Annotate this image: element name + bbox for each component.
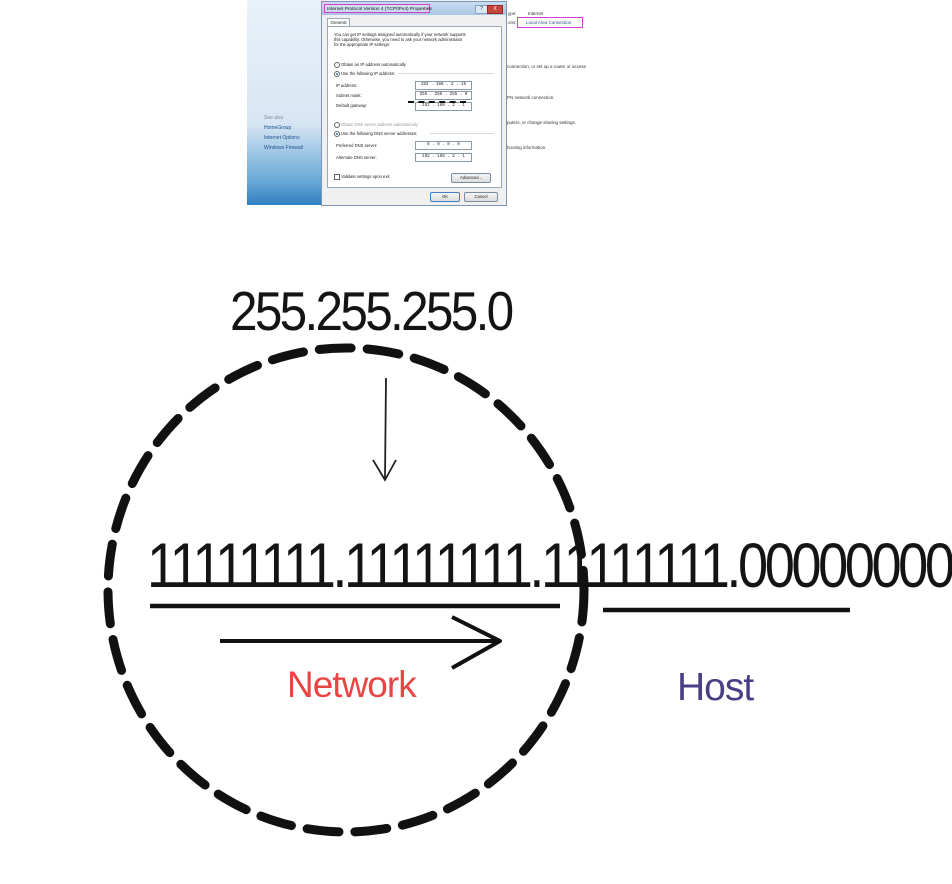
intro-text-line-2: this capability. Otherwise, you need to … (334, 37, 463, 42)
default-gateway-label: Default gateway: (336, 103, 368, 108)
nav-link-homegroup[interactable]: HomeGroup (264, 125, 292, 131)
use-following-dns-label: Use the following DNS server addresses: (341, 131, 418, 136)
host-label: Host (677, 666, 754, 709)
access-type-value: Internet (528, 11, 544, 16)
use-following-ip-label: Use the following IP address: (341, 71, 396, 76)
obtain-dns-auto-radio[interactable] (334, 122, 340, 128)
tab-general[interactable]: General (327, 18, 350, 27)
right-pane-text-1: connection; or set up a router or access (507, 64, 587, 69)
right-pane-text-3: puters, or change sharing settings. (507, 120, 577, 125)
see-also-heading: See also (264, 115, 284, 121)
subnet-mask-text: 255.255.255.0 (230, 280, 514, 342)
nav-link-windows-firewall[interactable]: Windows Firewall (264, 145, 303, 151)
dns-group-divider (430, 133, 494, 134)
obtain-ip-auto-radio[interactable] (334, 62, 340, 68)
subnet-mask-field[interactable]: 255 . 255 . 255 . 0 (415, 91, 472, 100)
validate-settings-checkbox[interactable] (334, 174, 340, 180)
preferred-dns-field[interactable]: 8 . 8 . 8 . 8 (415, 141, 472, 150)
right-arrow-head-icon (451, 615, 502, 670)
mouse-cursor-icon (665, 8, 671, 16)
network-sharing-right-pane (505, 0, 609, 205)
intro-text-line-3: for the appropriate IP settings. (334, 42, 391, 47)
nav-link-internet-options[interactable]: Internet Options (264, 135, 300, 141)
validate-settings-label: Validate settings upon exit (341, 174, 390, 179)
ip-address-label: IP address: (336, 83, 358, 88)
alternate-dns-field[interactable]: 192 . 168 . 2 . 1 (415, 153, 472, 162)
right-pane-text-4: hooting information. (507, 145, 547, 150)
use-following-dns-radio[interactable] (334, 131, 340, 137)
obtain-dns-auto-label: Obtain DNS server address automatically (341, 122, 418, 127)
dialog-title: Internet Protocol Version 4 (TCP/IPv4) P… (324, 4, 432, 13)
obtain-ip-auto-label: Obtain an IP address automatically (341, 62, 406, 67)
ip-address-field[interactable]: 192 . 168 . 2 . 25 (415, 81, 472, 90)
ip-group-divider (398, 73, 494, 74)
down-arrow-head-icon (372, 459, 397, 482)
use-following-ip-radio[interactable] (334, 71, 340, 77)
intro-text-line-1: You can get IP settings assigned automat… (334, 32, 466, 37)
subnet-mask-label: Subnet mask: (336, 93, 362, 98)
right-pane-text-2: PN network connection. (507, 95, 555, 100)
ok-button[interactable]: OK (430, 192, 460, 202)
down-arrow-shaft (384, 377, 387, 479)
dialog-titlebar[interactable]: Internet Protocol Version 4 (TCP/IPv4) P… (322, 2, 506, 15)
ipv4-properties-dialog: Internet Protocol Version 4 (TCP/IPv4) P… (321, 1, 507, 206)
connections-label: ons: (508, 20, 517, 25)
close-button[interactable]: X (487, 5, 503, 14)
network-portion-dashed-circle (103, 343, 589, 837)
subnet-mask-underline-mark (408, 101, 466, 103)
advanced-button[interactable]: Advanced... (451, 173, 491, 183)
network-label: Network (287, 664, 417, 705)
general-tab-panel: You can get IP settings assigned automat… (327, 26, 502, 188)
binary-mask-text: 11111111.11111111.11111111.00000000 (147, 531, 952, 601)
alternate-dns-label: Alternate DNS server: (336, 155, 377, 160)
cancel-button[interactable]: Cancel (464, 192, 498, 202)
preferred-dns-label: Preferred DNS server: (336, 143, 378, 148)
access-type-label: ype: (508, 11, 517, 16)
local-area-connection-link[interactable]: Local Area Connection (517, 17, 583, 28)
control-panel-nav-pane (247, 0, 327, 205)
diagram-overlay (103, 343, 850, 837)
embedded-windows-screenshot: See also HomeGroup Internet Options Wind… (247, 0, 671, 206)
